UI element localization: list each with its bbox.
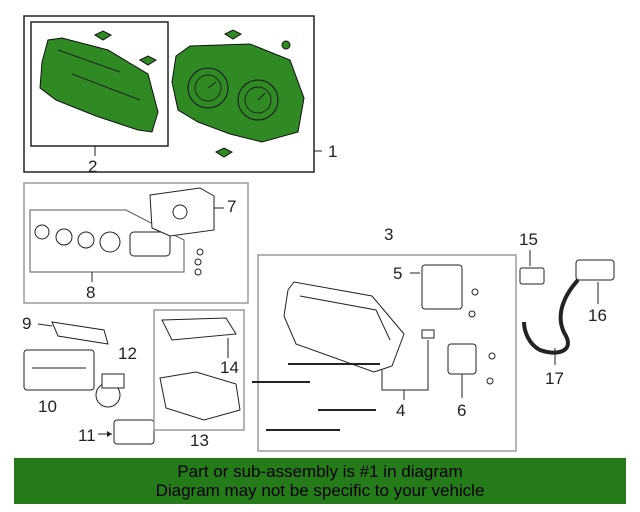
callout-1: 1 bbox=[328, 142, 337, 161]
leader-4 bbox=[381, 340, 429, 391]
switch-panel-10 bbox=[23, 349, 95, 391]
callout-16: 16 bbox=[588, 306, 607, 325]
callout-12: 12 bbox=[118, 344, 137, 363]
assembly-box-1 bbox=[23, 15, 315, 173]
instrument-cluster-part bbox=[171, 43, 305, 143]
callout-8: 8 bbox=[86, 283, 95, 302]
callout-6: 6 bbox=[457, 401, 466, 420]
screws-3 bbox=[468, 288, 496, 385]
connector-15 bbox=[519, 267, 545, 285]
callout-13: 13 bbox=[190, 431, 209, 450]
control-panel-7 bbox=[149, 187, 215, 237]
callout-labels: 1 2 3 4 5 6 7 8 9 10 11 12 13 14 15 16 1… bbox=[22, 142, 607, 450]
cover-14 bbox=[161, 317, 237, 341]
bracket-8 bbox=[29, 209, 185, 273]
callout-10: 10 bbox=[38, 397, 57, 416]
callout-4: 4 bbox=[396, 401, 405, 420]
notice-line-2: Diagram may not be specific to your vehi… bbox=[155, 481, 485, 500]
notice-line-1: Part or sub-assembly is #1 in diagram bbox=[177, 462, 463, 481]
notice-banner: Part or sub-assembly is #1 in diagram Di… bbox=[14, 458, 626, 504]
assembly-box-3 bbox=[257, 254, 517, 452]
callout-15: 15 bbox=[519, 230, 538, 249]
callout-9: 9 bbox=[22, 314, 31, 333]
housing-13 bbox=[159, 371, 241, 421]
callout-3: 3 bbox=[384, 225, 393, 244]
assembly-box-2 bbox=[30, 21, 169, 147]
display-unit-part bbox=[283, 281, 405, 373]
knob-12 bbox=[95, 373, 125, 408]
callout-2: 2 bbox=[88, 157, 97, 176]
callout-5: 5 bbox=[393, 264, 402, 283]
hatch-lines bbox=[252, 363, 380, 431]
screws-7 bbox=[194, 248, 204, 276]
switch-11 bbox=[98, 419, 155, 445]
callout-7: 7 bbox=[227, 197, 236, 216]
module-5 bbox=[421, 264, 463, 310]
assembly-box-13 bbox=[153, 309, 245, 431]
clip-4 bbox=[421, 329, 435, 339]
bracket-6 bbox=[447, 343, 477, 375]
harness-17 bbox=[522, 278, 580, 355]
trim-9 bbox=[51, 321, 109, 345]
connector-16 bbox=[575, 259, 615, 281]
callout-17: 17 bbox=[545, 369, 564, 388]
knob-parts bbox=[34, 224, 171, 257]
callout-14: 14 bbox=[220, 358, 239, 377]
assembly-box-7 bbox=[23, 182, 249, 304]
lens-part bbox=[39, 37, 159, 133]
callout-11: 11 bbox=[78, 426, 96, 445]
